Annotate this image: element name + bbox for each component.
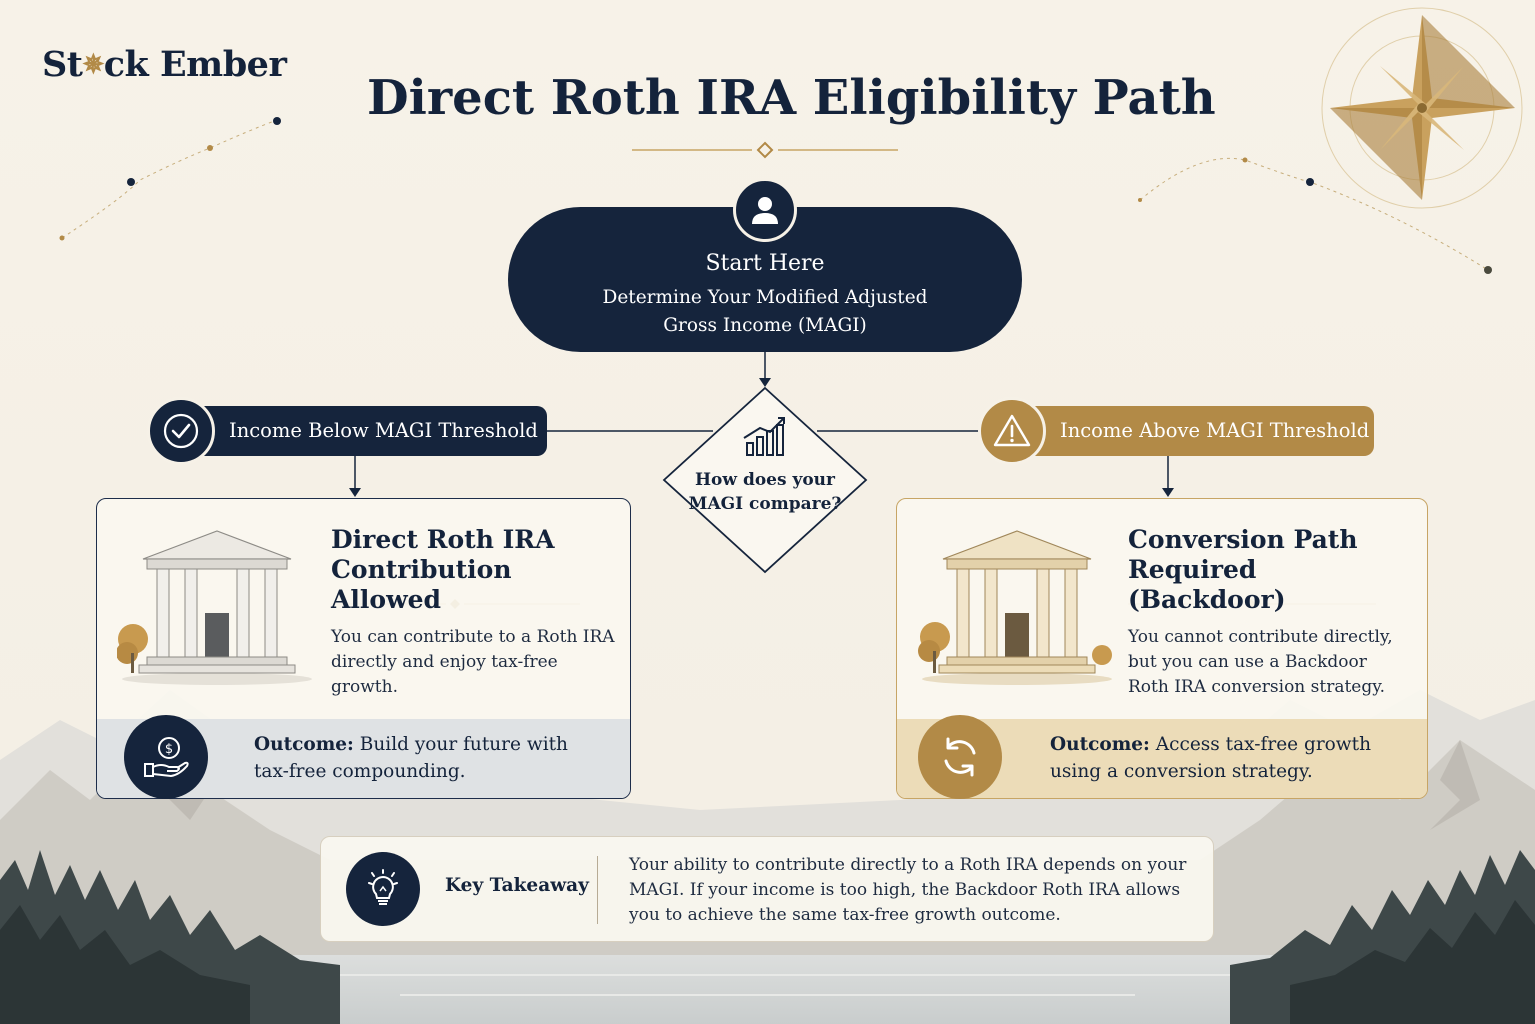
conversion-outcome-label: Outcome:: [1050, 734, 1150, 755]
refresh-icon: [918, 715, 1002, 799]
compass-star-icon: [1321, 7, 1523, 209]
svg-text:$: $: [165, 742, 173, 757]
direct-outcome-value: Build your future with tax-free compound…: [254, 734, 568, 782]
conversion-card-title: Conversion Path Required (Backdoor): [1128, 525, 1358, 614]
brand-text-start: St: [42, 44, 83, 85]
lightbulb-icon: [346, 852, 420, 926]
key-takeaway-label: Key Takeaway: [445, 875, 589, 896]
conversion-card-text: You cannot contribute directly, but you …: [1128, 627, 1393, 697]
chart-icon: [743, 417, 785, 456]
bank-building-icon: [117, 530, 312, 685]
check-icon: [147, 397, 215, 465]
branch-label-below: Income Below MAGI Threshold: [195, 406, 547, 456]
money-hand-icon: $: [124, 715, 208, 799]
warning-icon: [978, 397, 1046, 465]
start-heading: Start Here: [705, 251, 825, 276]
direct-outcome-text: Outcome: Build your future with tax-free…: [254, 731, 584, 785]
start-description: Determine Your Modified Adjusted Gross I…: [602, 287, 928, 336]
direct-outcome-label: Outcome:: [254, 734, 354, 755]
branch-label-below-text: Income Below MAGI Threshold: [229, 419, 538, 442]
page-title: Direct Roth IRA Eligibility Path: [367, 70, 1216, 126]
user-icon: [733, 178, 797, 242]
direct-card-title: Direct Roth IRA Contribution Allowed: [331, 525, 555, 614]
key-takeaway-text: Your ability to contribute directly to a…: [629, 855, 1187, 925]
branch-label-above: Income Above MAGI Threshold: [1000, 406, 1374, 456]
bank-building-icon: [918, 530, 1112, 685]
compass-logo-icon: ✵: [82, 50, 104, 80]
takeaway-divider: [597, 856, 598, 924]
decision-diamond: [662, 386, 868, 574]
brand-logo: St✵ck Ember: [42, 44, 287, 85]
direct-card-text: You can contribute to a Roth IRA directl…: [331, 627, 615, 697]
key-takeaway-panel: Key Takeaway Your ability to contribute …: [320, 836, 1214, 942]
conversion-outcome-value: Access tax-free growth using a conversio…: [1050, 734, 1371, 782]
conversion-outcome-text: Outcome: Access tax-free growth using a …: [1050, 731, 1380, 785]
branch-label-above-text: Income Above MAGI Threshold: [1060, 419, 1370, 442]
decision-question: How does your MAGI compare?: [688, 470, 842, 514]
brand-text-end: ck Ember: [103, 44, 287, 85]
